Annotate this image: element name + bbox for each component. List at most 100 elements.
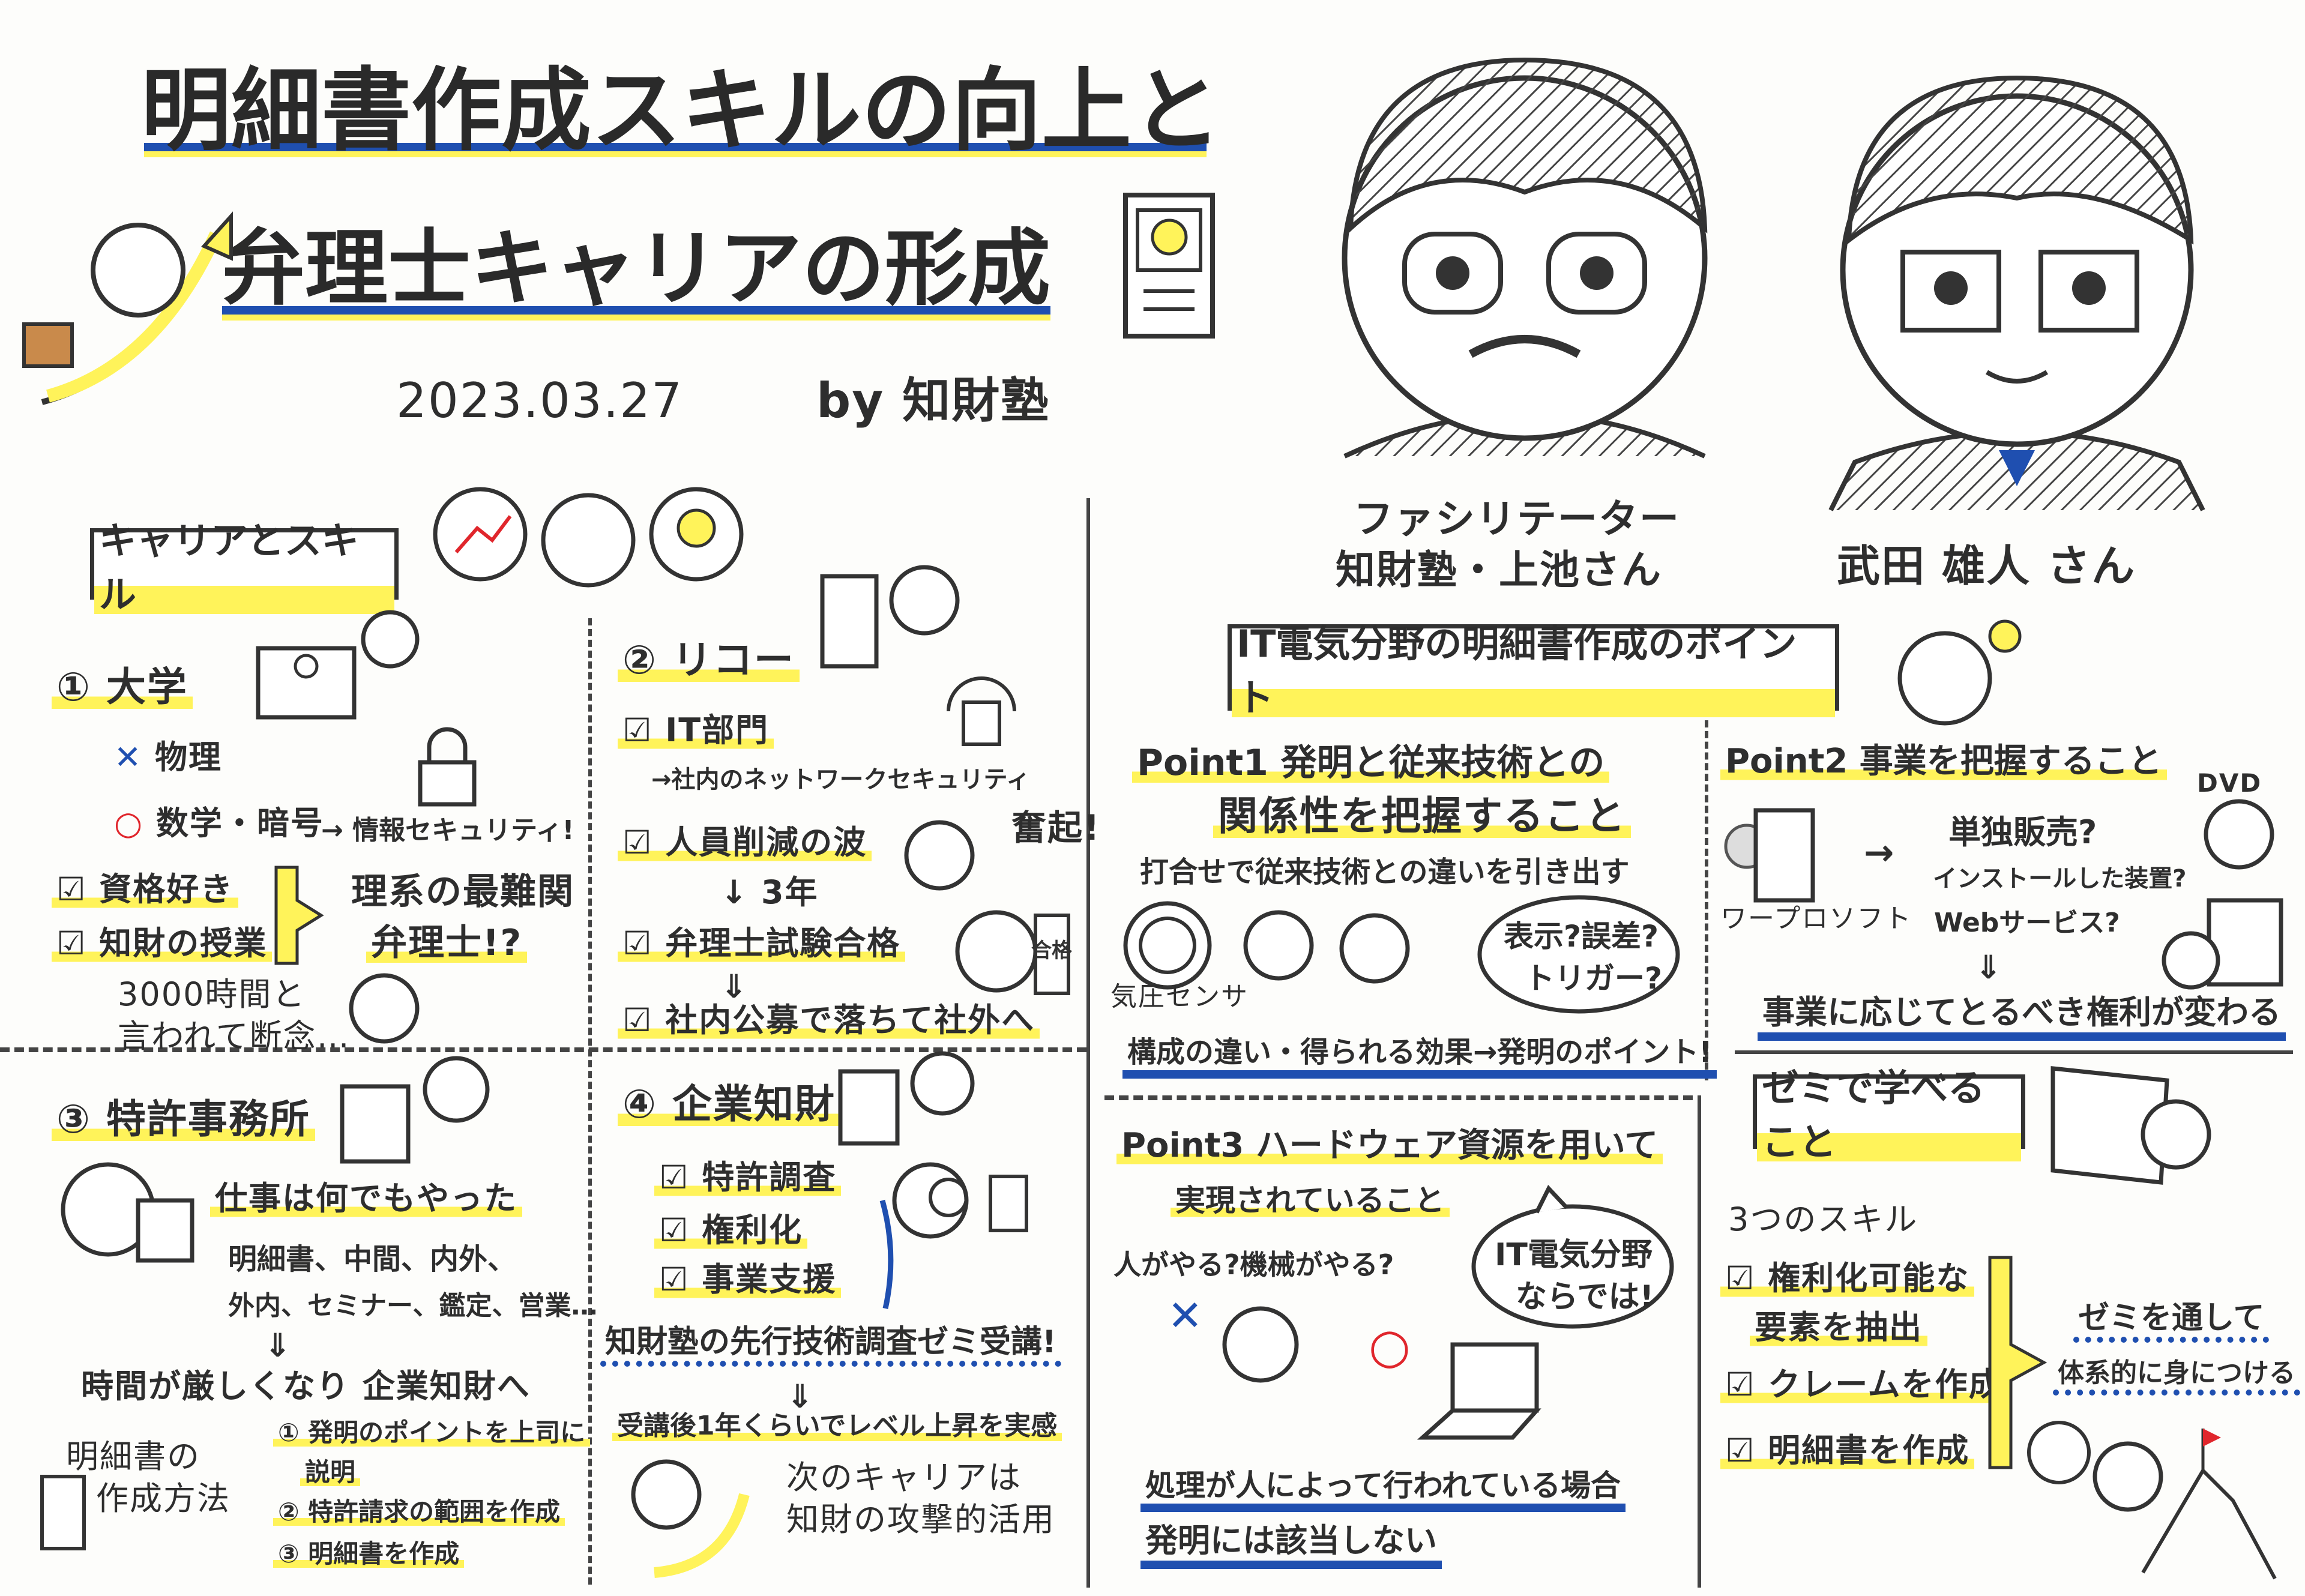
divider-dashed (1104, 1095, 1693, 1100)
skill-item-cont: 要素を抽出 (1750, 1308, 1927, 1348)
career-banner-label: キャリアとスキル (94, 510, 394, 618)
thought-bubble (1477, 894, 1681, 1014)
arrow-down: ⇓ (1975, 948, 2003, 987)
checklist-item: ☑ 知財の授業 (52, 924, 272, 963)
checklist-item: ☑ 人員削減の波 (618, 824, 872, 863)
task-list-2: 外内、セミナー、鑑定、営業… (228, 1290, 598, 1322)
checklist-item: ☑ 特許調査 (654, 1158, 841, 1197)
method-label-1: 明細書の (66, 1438, 200, 1477)
three-skills: 3つのスキル (1728, 1200, 1918, 1239)
section-university-heading: ① 大学 (52, 663, 193, 711)
checklist-item: ☑ 社内公募で落ちて社外へ (618, 1001, 1040, 1040)
seminar-result-2: 体系的に身につける (2053, 1358, 2300, 1396)
yellow-arrow-icon (273, 864, 327, 966)
points-banner: IT電気分野の明細書作成のポイント (1228, 624, 1839, 711)
busy-person-laptop-icon (18, 1152, 198, 1266)
section-corporate-ip-heading: ④ 企業知財 (618, 1080, 840, 1128)
laptop-icon (1417, 1339, 1549, 1447)
cross-mark-icon: ✕ (114, 738, 142, 776)
arrow-right: → (1864, 831, 1895, 875)
lock-icon (414, 729, 480, 807)
hours-note: 3000時間と (118, 975, 306, 1014)
math-item: ○ 数学・暗号 (114, 804, 324, 843)
dvd-label: DVD (2197, 768, 2262, 798)
bubble-text: トリガー? (1525, 960, 1662, 996)
facilitator-portrait-icon (1309, 36, 1741, 492)
next-career-2: 知財の攻撃的活用 (786, 1501, 1055, 1540)
network-security: →社内のネットワークセキュリティ (651, 765, 1030, 794)
point3-conclusion-2: 発明には該当しない (1140, 1522, 1442, 1569)
divider-vertical (1698, 1095, 1701, 1588)
skill-item: ☑ 権利化可能な (1720, 1259, 1974, 1298)
point3-question: 人がやる?機械がやる? (1113, 1248, 1394, 1281)
skill-item: ☑ 明細書を作成 (1720, 1432, 1974, 1471)
seminar-attended: 知財塾の先行技術調査ゼミ受講! (600, 1323, 1061, 1367)
arrow-down: ⇓ (264, 1326, 292, 1366)
checklist-item: ☑ 弁理士試験合格 (618, 924, 905, 963)
physics-label: 物理 (155, 738, 222, 776)
teacher-whiteboard-icon (2047, 1062, 2239, 1218)
bubble-text: ならでは! (1516, 1278, 1654, 1316)
patent-office-building-icon (336, 1056, 498, 1164)
climbing-person-icon (24, 216, 240, 414)
points-banner-label: IT電気分野の明細書作成のポイント (1232, 613, 1835, 721)
divider-dashed (1705, 720, 1708, 1080)
hardest-exam: 理系の最難関 (351, 870, 574, 914)
word-processor-icon (1723, 804, 1819, 906)
funki-exclaim: 奮起! (1011, 807, 1100, 849)
question-standalone: 単独販売? (1948, 813, 2097, 852)
cross-mark-icon: ✕ (1168, 1290, 1204, 1341)
question-web: Webサービス? (1934, 908, 2120, 939)
point1-desc: 打合せで従来技術との違いを引き出す (1140, 855, 1630, 890)
point3-title-cont: 実現されていること (1171, 1182, 1450, 1218)
gaveup-note: 言われて断念… (118, 1017, 351, 1056)
document-icon (36, 1471, 90, 1555)
method-label-2: 作成方法 (96, 1480, 230, 1519)
point1-conclusion: 構成の違い・得られる効果→発明のポイント! (1122, 1035, 1717, 1079)
title-line1: 明細書作成スキルの向上と (141, 57, 1222, 165)
date: 2023.03.27 (396, 372, 683, 430)
climbing-mountain-person-icon (2023, 1417, 2287, 1585)
seminar-banner: ゼミで学べること (1753, 1074, 2025, 1149)
method-step-cont: 説明 (300, 1457, 360, 1487)
bubble-text: IT電気分野 (1495, 1236, 1653, 1274)
section-patent-office-heading: ③ 特許事務所 (52, 1095, 315, 1143)
divider-vertical-main (1086, 498, 1090, 1588)
career-banner: キャリアとスキル (90, 528, 399, 600)
distressed-face-icon (345, 972, 423, 1044)
pressure-sensor-label: 気圧センサ (1110, 981, 1249, 1013)
circle-mark-icon: ○ (114, 804, 143, 842)
seminar-banner-label: ゼミで学べること (1757, 1058, 2021, 1166)
patent-document-icon (1122, 192, 1219, 342)
physics-item: ✕ 物理 (114, 738, 222, 777)
person-icon (1219, 1302, 1309, 1399)
dvd-web-icons (2155, 798, 2287, 996)
title-line2: 弁理士キャリアの形成 (222, 219, 1050, 319)
checklist-item: ☑ 資格好き (52, 870, 238, 909)
passed-badge-label: 合格 (1031, 939, 1073, 963)
method-step: ③ 明細書を作成 (273, 1539, 464, 1569)
chart-face-lightbulb-icons (432, 480, 744, 594)
level-up: 受講後1年くらいでレベル上昇を実感 (612, 1411, 1062, 1442)
section-ricoh-heading: ② リコー (618, 636, 800, 684)
skill-item: ☑ クレームを作成 (1720, 1366, 2007, 1405)
office-building-person-icon (810, 564, 972, 672)
university-building-icon (252, 612, 432, 720)
did-everything: 仕事は何でもやった (210, 1179, 522, 1218)
question-device: インストールした装置? (1933, 864, 2186, 893)
rising-person-icon (618, 1459, 762, 1579)
idea-person-icon (1891, 612, 2029, 732)
determined-face-icon (903, 819, 975, 897)
checklist-item: ☑ 権利化 (654, 1211, 807, 1250)
method-step: ① 発明のポイントを上司に (273, 1418, 590, 1448)
author: by 知財塾 (816, 372, 1050, 430)
divider-solid (1735, 1050, 2293, 1054)
office-building-person-icon (834, 1050, 984, 1146)
point3-title: Point3 ハードウェア資源を用いて (1116, 1125, 1663, 1166)
circle-mark-icon: ○ (1369, 1317, 1412, 1375)
next-career-1: 次のキャリアは (786, 1459, 1022, 1498)
passed-exam-person-icon: 合格 (954, 903, 1074, 1005)
checklist-item: ☑ IT部門 (618, 711, 774, 750)
task-list-1: 明細書、中間、内外、 (228, 1242, 516, 1277)
search-person-blue-arrow-icon (882, 1158, 1044, 1314)
